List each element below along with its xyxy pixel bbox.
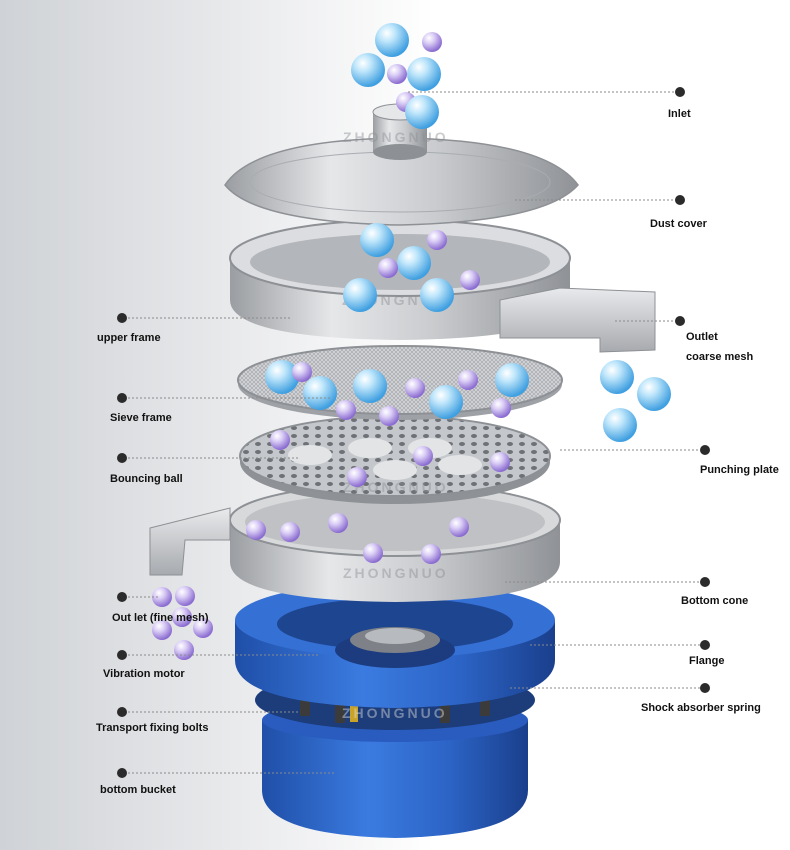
blue-ball [375,23,409,57]
blue-ball [407,57,441,91]
label-punching-plate: Punching plate [700,464,779,476]
blue-ball [429,385,463,419]
leader-dot [700,683,710,693]
purple-ball [490,452,510,472]
blue-ball [353,369,387,403]
label-coarse-mesh: coarse mesh [686,351,754,363]
purple-ball [491,398,511,418]
leader-dot [675,316,685,326]
leader-dot [675,195,685,205]
watermark-text: ZHONGNUO [343,479,449,495]
purple-ball [174,640,194,660]
watermark-text: ZHONGNUO [342,705,448,721]
leader-dot [675,87,685,97]
blue-ball [397,246,431,280]
purple-ball [292,362,312,382]
leader-dot [700,445,710,455]
label-inlet: Inlet [668,108,691,120]
label-outlet-fine-mesh: Out let (fine mesh) [112,612,209,624]
purple-ball [421,544,441,564]
leader-dot [117,393,127,403]
blue-ball [351,53,385,87]
purple-ball [363,543,383,563]
blue-ball [303,376,337,410]
leader-dot [700,577,710,587]
vibration-motor [335,627,455,668]
purple-ball [427,230,447,250]
leader-dot [117,313,127,323]
label-bouncing-ball: Bouncing ball [110,473,183,485]
label-transport-fixing-bolts: Transport fixing bolts [96,722,209,734]
purple-ball [378,258,398,278]
purple-ball [175,586,195,606]
label-outlet: Outlet [686,331,718,343]
purple-ball [328,513,348,533]
leader-dot [117,650,127,660]
blue-ball [343,278,377,312]
purple-ball [246,520,266,540]
balls [152,23,671,660]
purple-ball [449,517,469,537]
blue-ball [360,223,394,257]
punching-plate [239,415,551,504]
blue-ball [637,377,671,411]
purple-ball [405,378,425,398]
label-dust-cover: Dust cover [650,218,707,230]
watermark-text: ZHONGNUO [343,129,449,145]
bottom-cone [149,483,561,602]
blue-ball [603,408,637,442]
purple-ball [193,618,213,638]
label-upper-frame: upper frame [97,332,161,344]
label-flange: Flange [689,655,725,667]
leader-dot [117,707,127,717]
purple-ball [152,620,172,640]
purple-ball [413,446,433,466]
purple-ball [422,32,442,52]
leader-dot [117,453,127,463]
dust-cover [224,103,579,226]
leader-lines [124,91,705,774]
blue-ball [265,360,299,394]
label-sieve-frame: Sieve frame [110,412,172,424]
purple-ball [270,430,290,450]
leader-dot [700,640,710,650]
watermark-text: ZHONGNUO [343,565,449,581]
purple-ball [172,607,192,627]
purple-ball [152,587,172,607]
purple-ball [336,400,356,420]
purple-ball [460,270,480,290]
purple-ball [458,370,478,390]
leader-dot [117,768,127,778]
blue-ball [600,360,634,394]
purple-ball [387,64,407,84]
label-vibration-motor: Vibration motor [103,668,185,680]
purple-ball [280,522,300,542]
label-bottom-bucket: bottom bucket [100,784,176,796]
purple-ball [347,467,367,487]
blue-ball [495,363,529,397]
label-bottom-cone: Bottom cone [681,595,749,607]
blue-ball [420,278,454,312]
blue-ball [405,95,439,129]
leader-dot [117,592,127,602]
label-shock-absorber-spring: Shock absorber spring [641,702,761,714]
purple-ball [379,406,399,426]
